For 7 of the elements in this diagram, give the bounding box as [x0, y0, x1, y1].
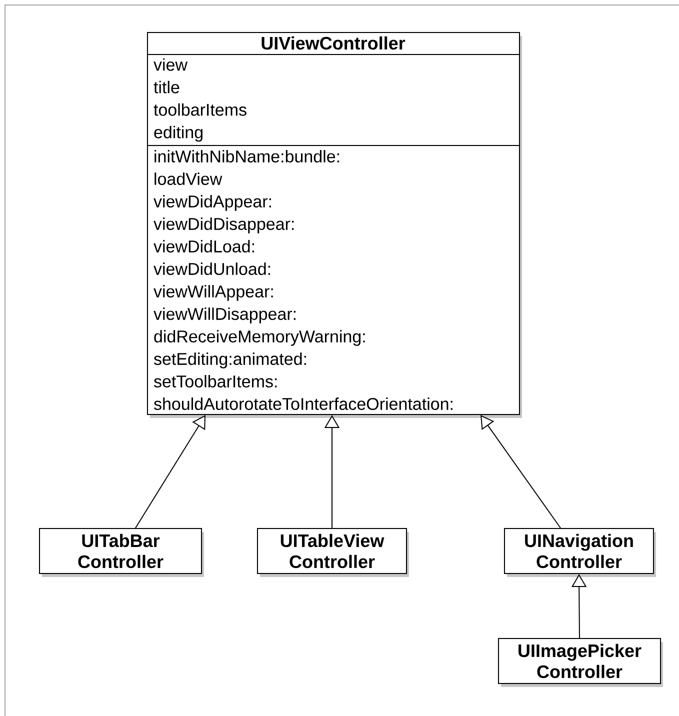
inheritance-arrow	[135, 415, 206, 528]
class-box: UITabBar Controller	[39, 528, 204, 577]
class-box: UITableView Controller	[257, 528, 409, 577]
method-list: initWithNibName:bundle: loadView viewDidAppear: viewDidDisappear: viewDidLoad: viewDidUnload: viewWillAppear: viewWillDisappear: didReceiveMemoryWarning: setEditing:animated: setToolbarItems: shouldAutorotateToInterfaceOrientation:	[147, 145, 520, 415]
inheritance-arrow	[480, 415, 561, 528]
class-box: UIImagePicker Controller	[498, 638, 663, 687]
class-box: UINavigation Controller	[504, 528, 656, 577]
